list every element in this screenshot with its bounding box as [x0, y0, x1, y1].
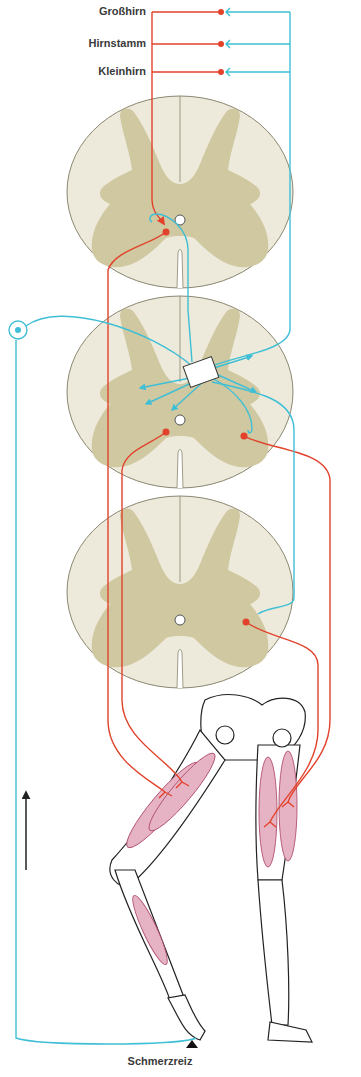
neuron-dot — [163, 9, 250, 626]
muscle — [119, 747, 297, 967]
sensory-nerve — [9, 8, 294, 1044]
spinal-section — [67, 296, 293, 488]
spinal-section — [67, 96, 293, 288]
region-label: Schmerzreiz — [128, 1055, 193, 1068]
direction-arrow — [25, 792, 27, 870]
stimulus-marker — [186, 1040, 198, 1048]
region-label: Kleinhirn — [98, 65, 146, 78]
interneuron-box — [183, 357, 219, 388]
spinal-section — [67, 496, 293, 688]
region-label: Hirnstamm — [89, 37, 146, 50]
motor-nerve — [108, 12, 330, 827]
region-label: Großhirn — [99, 5, 146, 18]
ganglion-cell — [15, 327, 21, 333]
leg-drawing — [110, 695, 312, 1042]
